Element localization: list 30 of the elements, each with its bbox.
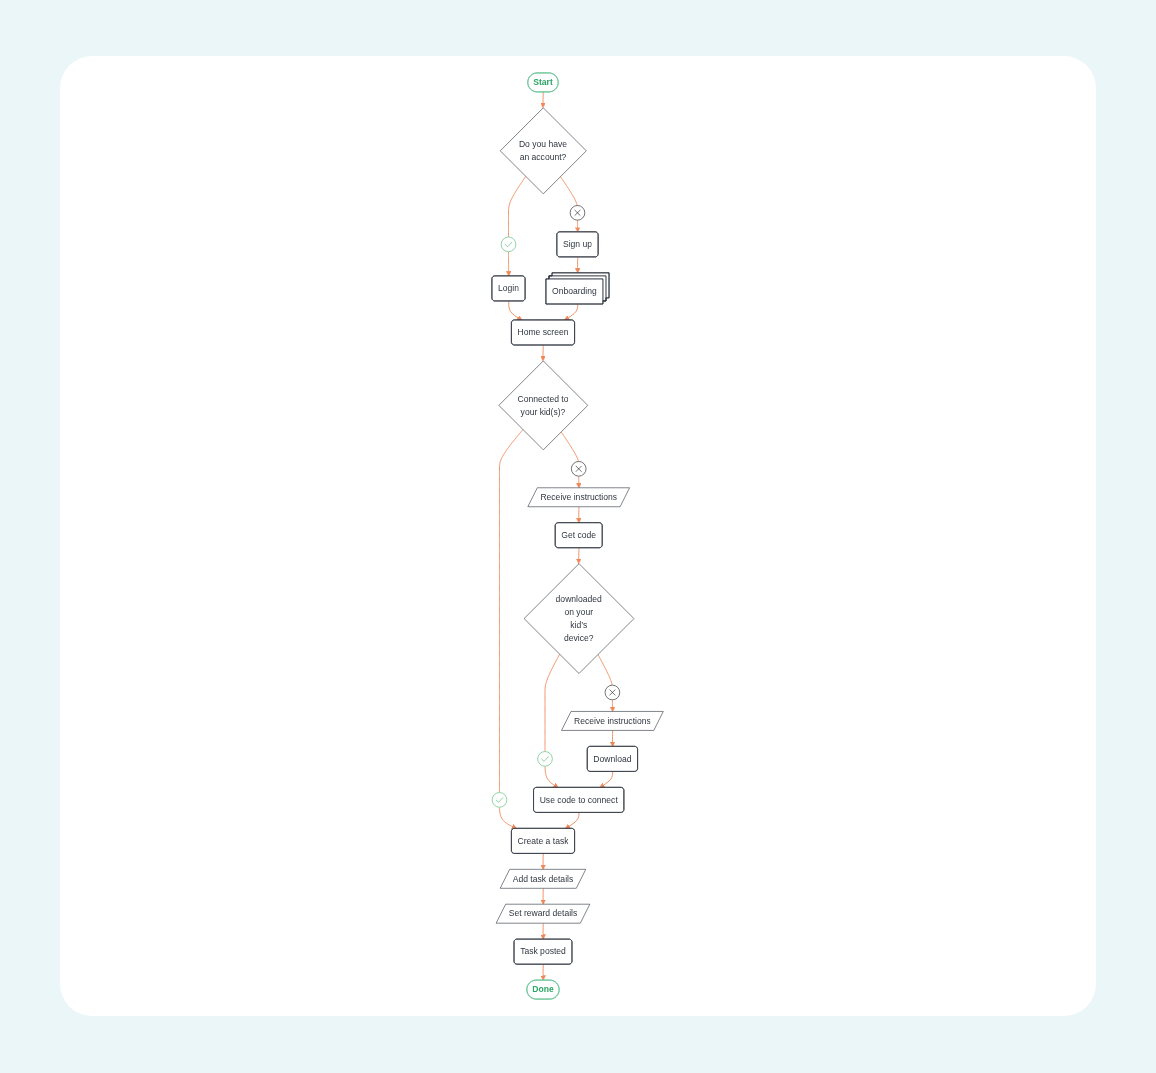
input-parallelogram: Set reward details <box>496 903 591 924</box>
input-parallelogram: Add task details <box>500 869 587 889</box>
cross-icon <box>605 684 621 701</box>
terminal-pill: Start <box>527 72 559 93</box>
decision-diamond: downloaded on your kid’s device? <box>524 563 635 674</box>
connector-line <box>560 176 578 206</box>
process-box: Task posted <box>514 938 573 965</box>
connector-line <box>508 176 527 238</box>
process-box: Sign up <box>556 231 599 258</box>
input-parallelogram: Receive instructions <box>527 487 631 508</box>
process-box: Download <box>587 746 639 772</box>
process-box: Get code <box>555 522 603 549</box>
process-box: Use code to connect <box>533 787 625 813</box>
process-box: Login <box>492 275 526 302</box>
decision-diamond: Do you have an account? <box>500 107 588 195</box>
check-icon <box>501 236 517 252</box>
check-icon <box>537 751 554 767</box>
connector-line <box>560 431 580 462</box>
terminal-pill: Done <box>526 979 560 1000</box>
connector-line <box>544 653 561 752</box>
connector-line <box>499 429 524 793</box>
check-icon <box>492 792 508 808</box>
process-box: Home screen <box>511 319 576 346</box>
connector-line <box>597 653 613 686</box>
cross-icon <box>570 205 586 221</box>
decision-diamond: Connected to your kid(s)? <box>498 360 589 451</box>
cross-icon <box>571 461 587 477</box>
input-parallelogram: Receive instructions <box>561 711 664 731</box>
stacked-process-box: Onboarding <box>546 272 610 305</box>
process-box: Create a task <box>511 828 576 854</box>
